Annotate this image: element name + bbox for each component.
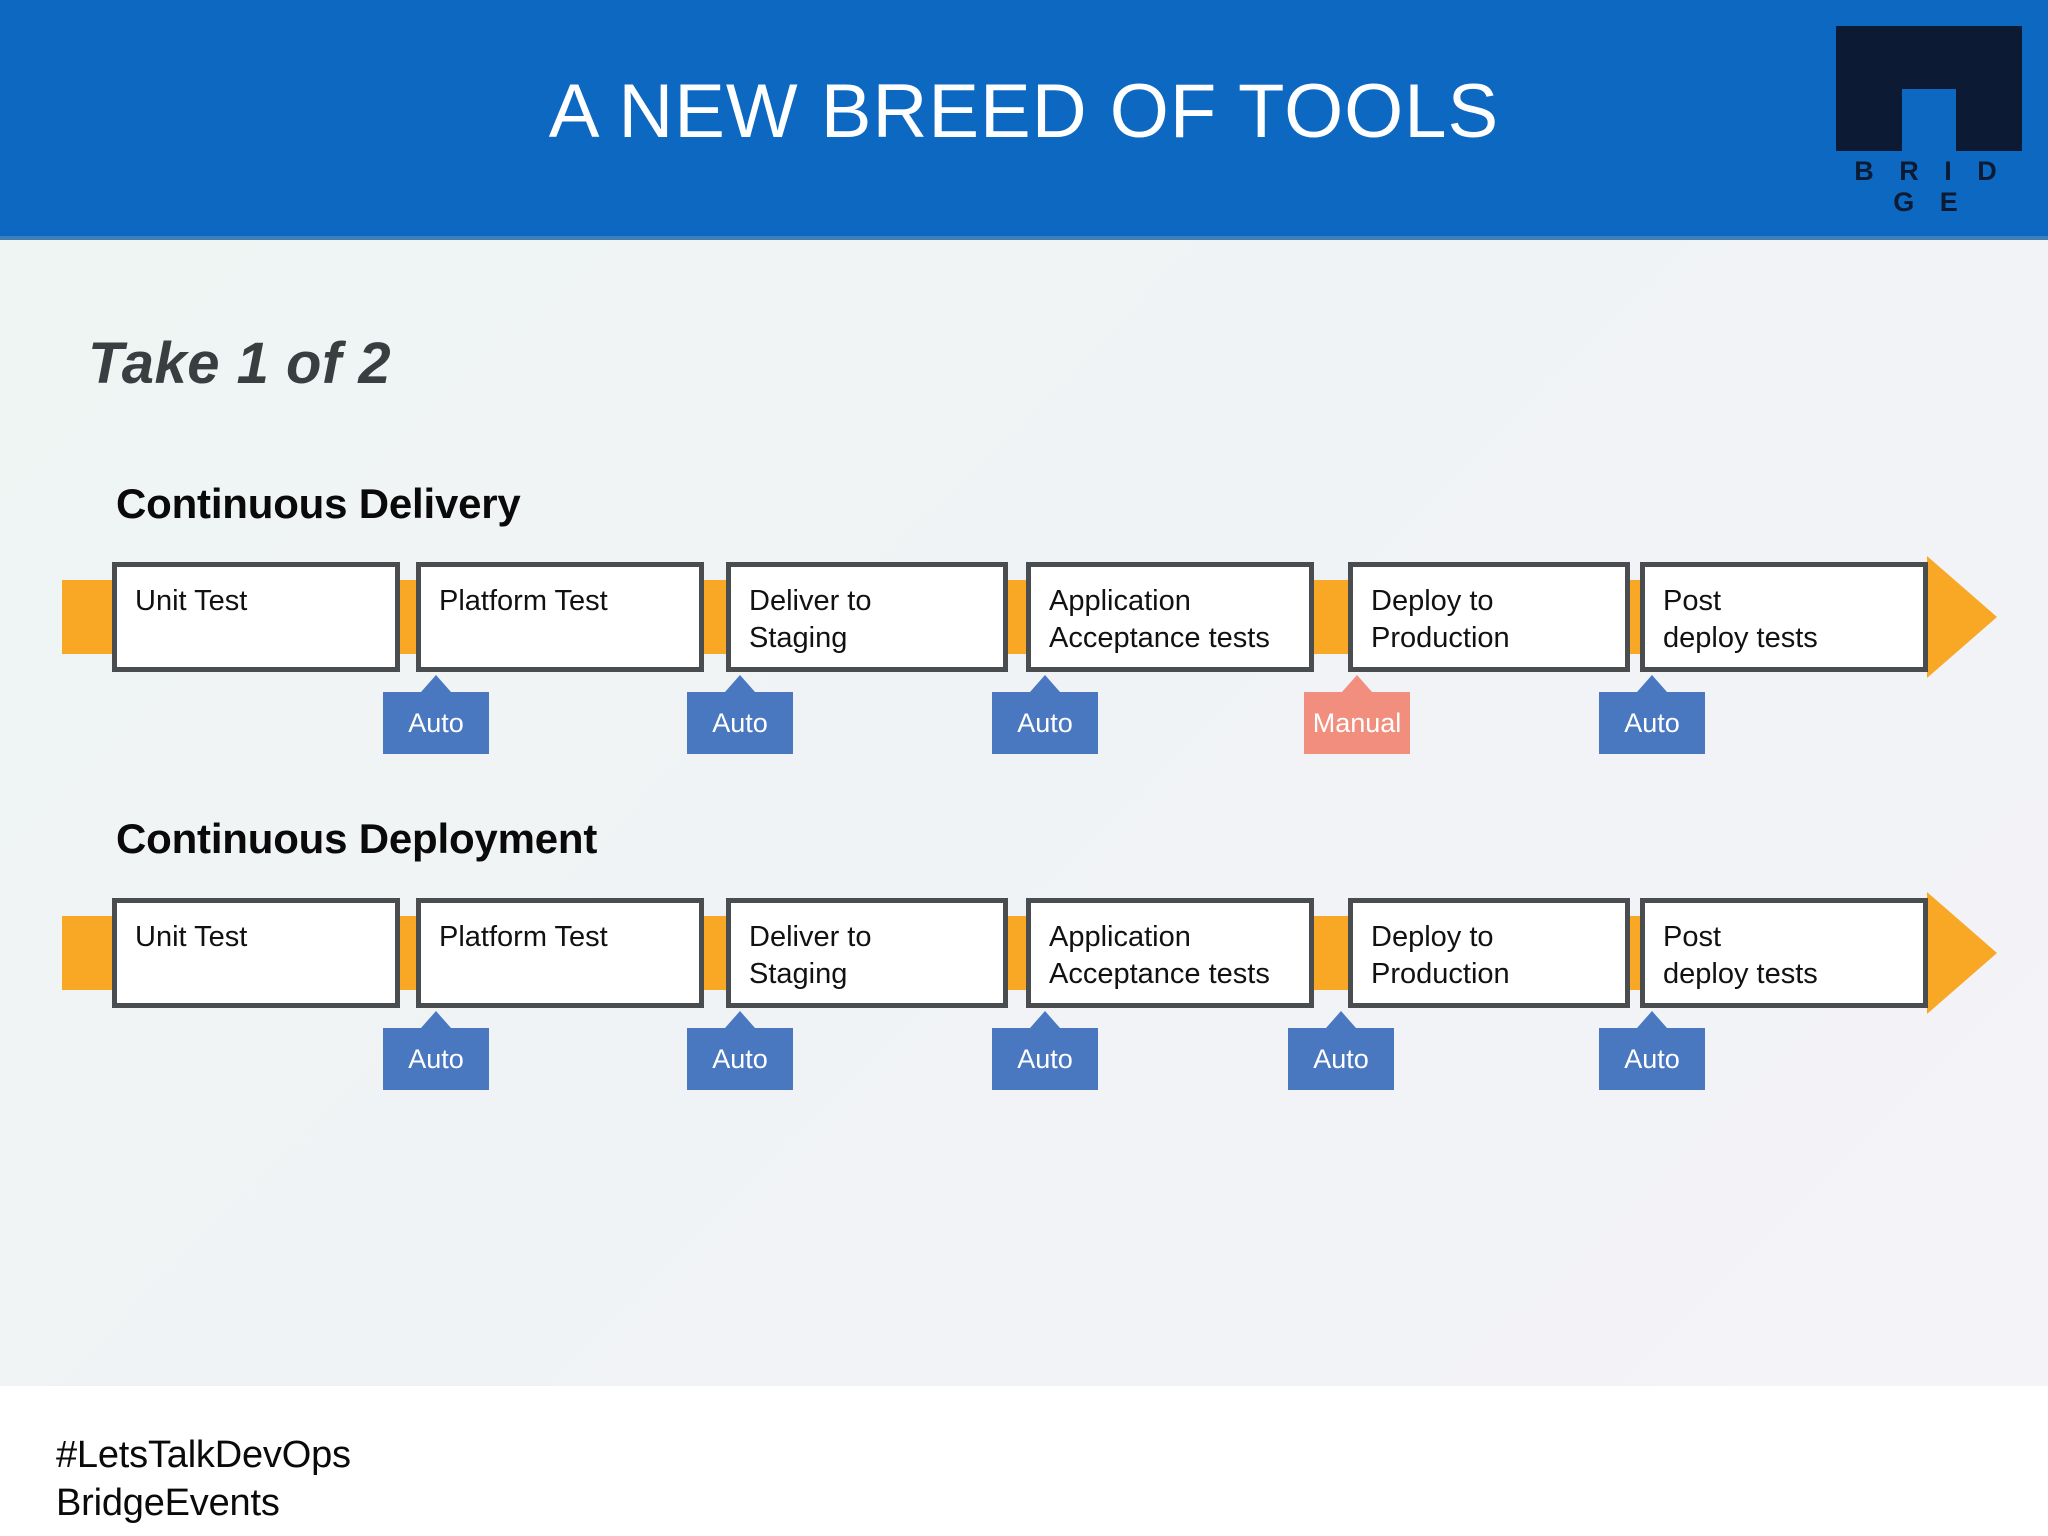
stage-box[interactable]: Deploy to Production bbox=[1348, 562, 1630, 672]
gate-badge-label: Auto bbox=[712, 1043, 768, 1074]
stage-box[interactable]: Deliver to Staging bbox=[726, 898, 1008, 1008]
badge-pointer-icon bbox=[1342, 675, 1372, 692]
take-label: Take 1 of 2 bbox=[88, 331, 392, 396]
gate-badge-auto[interactable]: Auto bbox=[687, 675, 793, 754]
stage-box[interactable]: Post deploy tests bbox=[1640, 562, 1928, 672]
pipeline-row-deployment: Unit Test Platform Test Deliver to Stagi… bbox=[0, 892, 2048, 1014]
gate-badge-label: Auto bbox=[408, 707, 464, 738]
gate-badge-label: Manual bbox=[1312, 707, 1402, 738]
gate-badge-auto[interactable]: Auto bbox=[1599, 675, 1705, 754]
badge-pointer-icon bbox=[1030, 675, 1060, 692]
gate-badge-auto[interactable]: Auto bbox=[1288, 1011, 1394, 1090]
gate-badge-label: Auto bbox=[1624, 707, 1680, 738]
section-heading-delivery: Continuous Delivery bbox=[116, 480, 521, 527]
slide-footer: #LetsTalkDevOps BridgeEvents bbox=[0, 1386, 2048, 1536]
gate-badge-auto[interactable]: Auto bbox=[383, 675, 489, 754]
footer-hashtag: #LetsTalkDevOps bbox=[56, 1434, 351, 1476]
stage-box[interactable]: Deliver to Staging bbox=[726, 562, 1008, 672]
badge-pointer-icon bbox=[421, 675, 451, 692]
gate-badge-auto[interactable]: Auto bbox=[1599, 1011, 1705, 1090]
gate-badge-label: Auto bbox=[408, 1043, 464, 1074]
gate-badge-manual[interactable]: Manual bbox=[1304, 675, 1410, 754]
gate-badge-label: Auto bbox=[712, 707, 768, 738]
gate-badge-auto[interactable]: Auto bbox=[992, 675, 1098, 754]
badge-pointer-icon bbox=[725, 1011, 755, 1028]
logo-arch-notch bbox=[1902, 89, 1956, 151]
slide-body: Take 1 of 2 Continuous Delivery Unit Tes… bbox=[0, 240, 2048, 1386]
stage-box[interactable]: Deploy to Production bbox=[1348, 898, 1630, 1008]
badge-pointer-icon bbox=[421, 1011, 451, 1028]
gate-badge-auto[interactable]: Auto bbox=[992, 1011, 1098, 1090]
badge-pointer-icon bbox=[1030, 1011, 1060, 1028]
stage-box[interactable]: Application Acceptance tests bbox=[1026, 562, 1314, 672]
gate-badges-delivery: Auto Auto Auto Manual Auto bbox=[0, 675, 2048, 772]
stage-box[interactable]: Platform Test bbox=[416, 898, 704, 1008]
badge-pointer-icon bbox=[725, 675, 755, 692]
bridge-logo: B R I D G E bbox=[1826, 26, 2026, 217]
pipeline-arrow-head-icon bbox=[1927, 892, 1997, 1014]
header-divider bbox=[0, 236, 2048, 240]
stage-box[interactable]: Post deploy tests bbox=[1640, 898, 1928, 1008]
badge-pointer-icon bbox=[1326, 1011, 1356, 1028]
bridge-wordmark: B R I D G E bbox=[1854, 156, 2006, 217]
gate-badge-label: Auto bbox=[1017, 707, 1073, 738]
stage-box[interactable]: Unit Test bbox=[112, 898, 400, 1008]
stage-box[interactable]: Application Acceptance tests bbox=[1026, 898, 1314, 1008]
gate-badge-label: Auto bbox=[1624, 1043, 1680, 1074]
gate-badge-auto[interactable]: Auto bbox=[687, 1011, 793, 1090]
bridge-logo-mark-icon bbox=[1836, 26, 2022, 151]
pipeline-row-delivery: Unit Test Platform Test Deliver to Stagi… bbox=[0, 556, 2048, 678]
pipeline-arrow-head-icon bbox=[1927, 556, 1997, 678]
badge-pointer-icon bbox=[1637, 1011, 1667, 1028]
stage-box[interactable]: Platform Test bbox=[416, 562, 704, 672]
pipeline-continuous-deployment: Continuous Deployment Unit Test Platform… bbox=[0, 240, 2048, 1090]
gate-badge-label: Auto bbox=[1313, 1043, 1369, 1074]
gate-badge-label: Auto bbox=[1017, 1043, 1073, 1074]
badge-pointer-icon bbox=[1637, 675, 1667, 692]
gate-badge-auto[interactable]: Auto bbox=[383, 1011, 489, 1090]
page-title: A NEW BREED OF TOOLS bbox=[548, 68, 1500, 154]
slide-header: A NEW BREED OF TOOLS B R I D G E bbox=[0, 0, 2048, 236]
footer-handle: BridgeEvents bbox=[56, 1482, 280, 1524]
pipeline-continuous-delivery: Continuous Delivery Unit Test Platform T… bbox=[0, 240, 2048, 754]
section-heading-deployment: Continuous Deployment bbox=[116, 815, 598, 862]
stage-box[interactable]: Unit Test bbox=[112, 562, 400, 672]
gate-badges-deployment: Auto Auto Auto Auto Auto bbox=[0, 1011, 2048, 1108]
